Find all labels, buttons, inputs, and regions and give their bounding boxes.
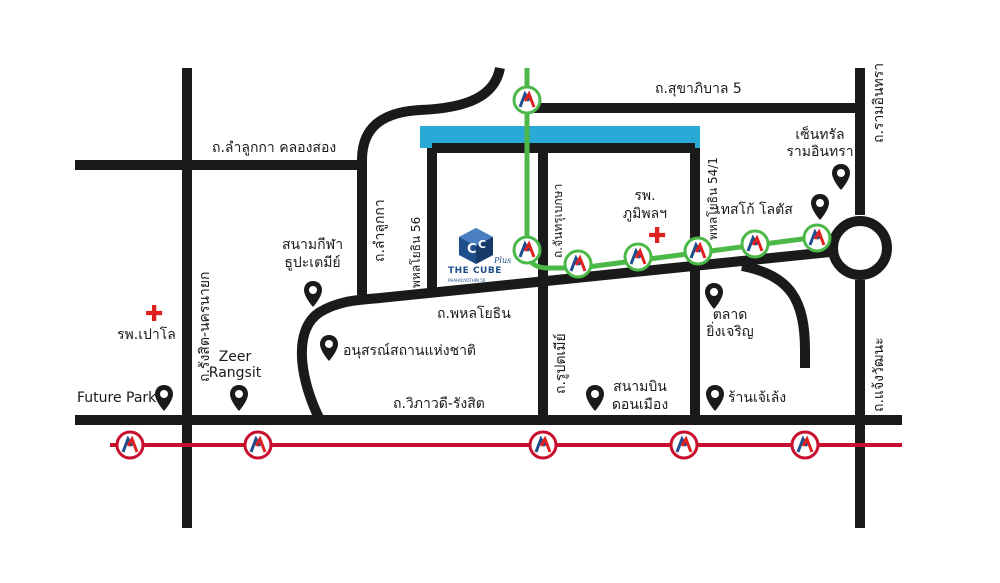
svg-text:C: C [478, 238, 486, 251]
map-pin-icon [832, 164, 850, 190]
road-phahonyothin [297, 247, 831, 423]
train-station-icon [563, 249, 593, 279]
label-bhumibol-1: รพ. [634, 188, 656, 204]
label-monument: อนุสรณ์สถานแห่งชาติ [343, 343, 477, 359]
map-pin-icon [155, 385, 173, 411]
label-phahonyothin56: พหลโยธิน 56 [409, 216, 423, 288]
label-chaeng-watthana: ถ.แจ้งวัฒนะ [871, 337, 887, 412]
label-ruppatamit: ถ.รูปตเมีย์ [553, 333, 569, 394]
label-central-ramintra-1: เซ็นทรัล [795, 127, 845, 143]
label-zeer-2: Rangsit [208, 365, 262, 381]
label-future-park: Future Park [77, 390, 157, 406]
map-pin-icon [706, 385, 724, 411]
train-station-icon [115, 430, 145, 460]
train-station-icon [740, 229, 770, 259]
svg-text:C: C [467, 242, 477, 257]
logo-tagline: PHAHOLYOTHIN 56 [448, 278, 486, 283]
label-bhumibol-2: ภูมิพลฯ [622, 206, 668, 222]
logo-name: THE CUBE [448, 266, 502, 276]
label-stadium-2: ธูปะเตมีย์ [284, 255, 341, 271]
label-phahonyothin54-1: พหลโยธิน 54/1 [706, 157, 720, 240]
label-market-2: ยิ่งเจริญ [706, 324, 754, 340]
map-pin-icon [811, 194, 829, 220]
map-pin-icon [230, 385, 248, 411]
the-cube-logo: C C Plus THE CUBE PHAHOLYOTHIN 56 [448, 226, 520, 284]
cube-logo-icon: C C [459, 228, 493, 264]
label-lam-luk-ka-khlong-song: ถ.ลำลูกกา คลองสอง [212, 140, 337, 156]
train-station-icon [528, 430, 558, 460]
train-station-icon [669, 430, 699, 460]
canal [420, 126, 700, 148]
label-chanthrupradit: ถ.จันทรุเบกษา [551, 183, 565, 258]
hospital-cross-icon: ✚ [648, 224, 667, 249]
label-airport-1: สนามบิน [613, 379, 667, 395]
train-station-icon [512, 85, 542, 115]
map-pin-icon [304, 281, 322, 307]
label-jae-leng: ร้านเจ้เล้ง [728, 390, 787, 406]
label-central-ramintra-2: รามอินทรา [786, 144, 854, 160]
label-zeer-1: Zeer [218, 349, 252, 365]
train-station-icon [802, 223, 832, 253]
label-paolo-hospital: รพ.เปาโล [117, 327, 176, 343]
map-pin-icon [320, 335, 338, 361]
map-pin-icon [705, 283, 723, 309]
label-market-1: ตลาด [712, 307, 748, 323]
train-station-icon [683, 236, 713, 266]
label-phahonyothin: ถ.พหลโยธิน [437, 306, 511, 322]
label-airport-2: ดอนเมือง [611, 397, 669, 413]
roundabout [828, 216, 892, 280]
hospital-cross-icon: ✚ [145, 302, 164, 327]
train-station-icon [790, 430, 820, 460]
label-lam-luk-ka: ถ.ลำลูกกา [372, 199, 388, 262]
train-station-icon [243, 430, 273, 460]
label-vibhavadi-rangsit: ถ.วิภาวดี-รังสิต [393, 396, 485, 412]
label-tesco-lotus: เทสโก้ โลตัส [716, 202, 793, 218]
train-station-icon [512, 235, 542, 265]
label-sukhaphiban5: ถ.สุขาภิบาล 5 [655, 81, 742, 97]
label-stadium-1: สนามกีฬา [281, 237, 344, 253]
logo-suffix: Plus [494, 256, 512, 265]
label-ram-inthra: ถ.รามอินทรา [871, 62, 887, 143]
road-lam-luk-ka [357, 66, 505, 300]
road-market-branch [741, 261, 810, 368]
map-pin-icon [586, 385, 604, 411]
train-station-icon [623, 242, 653, 272]
